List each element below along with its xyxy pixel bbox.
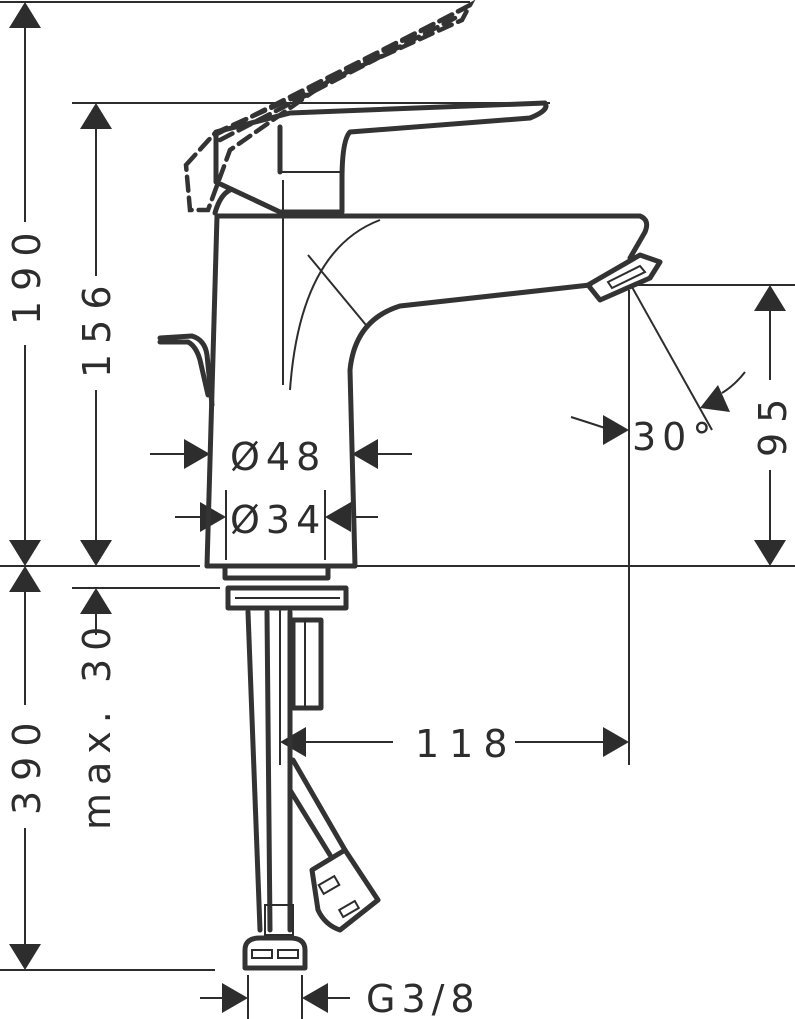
arrow-left-icon xyxy=(280,727,306,757)
arrow-up-icon xyxy=(9,2,41,28)
dim-d48-label: Ø48 xyxy=(230,435,326,479)
arrow-down-icon xyxy=(754,540,786,566)
arrow-up-icon xyxy=(80,588,112,614)
dimension-below-deck: 390 xyxy=(5,566,49,970)
arrow-right-icon xyxy=(603,415,629,445)
arrow-left-icon xyxy=(700,385,730,412)
dimension-connection-thread: G3/8 xyxy=(200,977,481,1019)
arrow-up-icon xyxy=(754,285,786,311)
dimension-body-diameter: Ø48 xyxy=(150,435,412,479)
arrow-right-icon xyxy=(603,727,629,757)
arrow-up-icon xyxy=(80,103,112,129)
arrow-right-icon xyxy=(200,502,226,532)
dim-156-label: 156 xyxy=(75,275,119,378)
arrow-right-icon xyxy=(184,439,210,469)
arrow-down-icon xyxy=(9,944,41,970)
supply-hose-angled xyxy=(287,757,381,933)
arrow-up-icon xyxy=(9,566,41,592)
dim-390-label: 390 xyxy=(5,712,49,815)
dimension-projection: 118 xyxy=(280,722,629,766)
dim-30deg-label: 30° xyxy=(632,415,717,459)
dim-190-label: 190 xyxy=(5,222,49,325)
arrow-down-icon xyxy=(9,540,41,566)
dimension-spray-angle: 30° xyxy=(570,286,746,459)
dimension-outlet-height: 95 xyxy=(751,285,795,566)
mounting-nut xyxy=(290,617,324,711)
supply-hose xyxy=(242,609,308,971)
dimension-spout-height: 156 xyxy=(75,103,119,566)
arrow-left-icon xyxy=(302,983,328,1013)
arrow-right-icon xyxy=(222,983,248,1013)
dim-95-label: 95 xyxy=(751,389,795,457)
dimension-total-height: 190 xyxy=(5,2,49,566)
mounting-flange xyxy=(222,563,349,611)
arrow-down-icon xyxy=(80,540,112,566)
lever-handle xyxy=(212,100,549,216)
aerator xyxy=(585,252,663,303)
dim-d34-label: Ø34 xyxy=(230,498,326,542)
pop-up-lever xyxy=(157,333,215,408)
dim-g38-label: G3/8 xyxy=(366,977,481,1019)
dim-118-label: 118 xyxy=(415,722,518,766)
arrow-left-icon xyxy=(325,502,351,532)
arrow-left-icon xyxy=(352,439,378,469)
dim-max30-label: max. 30 xyxy=(75,619,119,830)
dimension-max-deck-thickness: max. 30 xyxy=(75,588,119,830)
